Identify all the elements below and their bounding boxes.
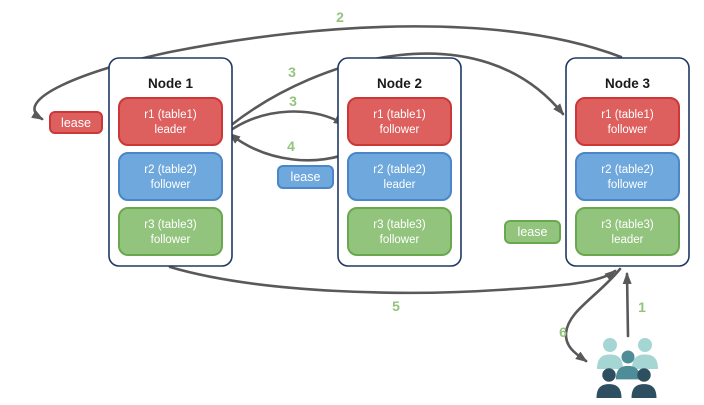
replica-label-line2: follower — [380, 124, 420, 136]
replica-label-line1: r2 (table2) — [144, 164, 197, 176]
step-label-3b: 3 — [289, 93, 297, 109]
step-label-5: 5 — [392, 298, 400, 314]
node-1-title: Node 1 — [148, 76, 194, 91]
person-back-right — [632, 338, 658, 369]
node-2-title: Node 2 — [377, 76, 422, 91]
replica-label-line1: r3 (table3) — [144, 219, 197, 231]
replica-label-line1: r2 (table2) — [373, 164, 426, 176]
replica-label-line2: follower — [608, 179, 648, 191]
lease-badge-blue — [277, 165, 334, 189]
node-1-replica-r3 — [118, 207, 223, 256]
arrow-step-2 — [31, 25, 623, 121]
replica-label-line2: follower — [608, 124, 648, 136]
lease-badge-red-label: lease — [61, 116, 91, 130]
replica-label-line2: leader — [612, 234, 644, 246]
replica-label-line1: r1 (table1) — [601, 109, 654, 121]
lease-badge-green-label: lease — [518, 225, 548, 239]
arrow-step-3-to-node2 — [229, 110, 346, 132]
node-2-replica-r1 — [347, 97, 452, 146]
step-label-3a: 3 — [288, 64, 296, 80]
replica-label-line1: r1 (table1) — [373, 109, 426, 121]
step-label-4: 4 — [287, 138, 295, 154]
replica-label-line2: follower — [151, 179, 191, 191]
replica-label-line2: follower — [151, 234, 191, 246]
arrow-step-1 — [622, 272, 632, 338]
users-group-icon — [596, 338, 658, 399]
node-3-replica-r3 — [575, 207, 680, 256]
replica-label-line1: r3 (table3) — [601, 219, 654, 231]
lease-badge-green — [504, 220, 561, 244]
replica-label-line1: r1 (table1) — [144, 109, 197, 121]
node-3: Node 3 r1 (table1) follower r2 (table2) … — [565, 57, 690, 267]
step-labels: 2 3 3 4 5 6 1 — [287, 9, 646, 340]
replica-label-line2: leader — [384, 179, 416, 191]
step-label-2: 2 — [336, 9, 344, 25]
node-2-replica-r2 — [347, 152, 452, 201]
node-3-replica-r2 — [575, 152, 680, 201]
flow-arrows — [31, 25, 632, 363]
lease-badges: lease lease lease — [49, 111, 561, 244]
replica-label-line1: r3 (table3) — [373, 219, 426, 231]
replica-label-line1: r2 (table2) — [601, 164, 654, 176]
node-3-title: Node 3 — [605, 76, 651, 91]
arrow-step-6 — [564, 267, 622, 363]
node-1-replica-r1 — [118, 97, 223, 146]
node-1: Node 1 r1 (table1) leader r2 (table2) fo… — [108, 57, 233, 267]
arrow-step-5 — [168, 265, 617, 295]
node-2: Node 2 r1 (table1) follower r2 (table2) … — [337, 57, 462, 267]
node-3-replica-r1 — [575, 97, 680, 146]
person-back-left — [597, 338, 623, 369]
step-label-1: 1 — [638, 299, 646, 315]
step-label-6: 6 — [559, 324, 567, 340]
node-2-replica-r3 — [347, 207, 452, 256]
replica-label-line2: leader — [155, 124, 187, 136]
replica-label-line2: follower — [380, 234, 420, 246]
lease-badge-blue-label: lease — [291, 170, 321, 184]
node-1-replica-r2 — [118, 152, 223, 201]
arrow-step-3-to-node3 — [228, 52, 565, 128]
lease-badge-red — [49, 111, 103, 134]
